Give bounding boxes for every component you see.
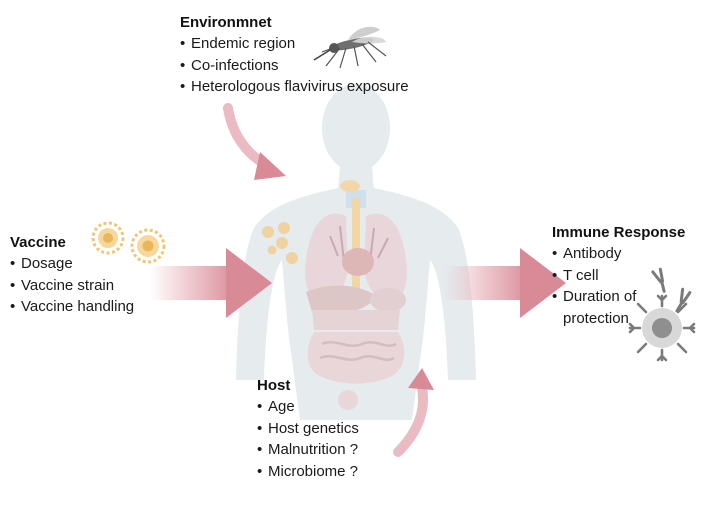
environment-heading: Environmnet (180, 14, 272, 31)
host-heading: Host (257, 377, 291, 394)
immune-response-heading: Immune Response (552, 224, 686, 241)
immune-response-block: Immune Response •Antibody •T cell •Durat… (552, 222, 685, 329)
environment-list: •Endemic region •Co-infections •Heterolo… (180, 33, 409, 98)
vaccine-heading: Vaccine (10, 234, 66, 251)
list-item: •Dosage (10, 255, 73, 272)
list-item: •Endemic region (180, 35, 296, 52)
host-block: Host •Age •Host genetics •Malnutrition ?… (257, 375, 359, 482)
virus-particle-icon (91, 221, 166, 264)
organs-illustration (305, 180, 407, 410)
t-cell-icon (628, 294, 696, 362)
list-item: •Vaccine strain (10, 276, 115, 294)
list-item: •T cell (552, 266, 599, 284)
list-item: •Vaccine handling (10, 298, 135, 315)
vaccine-arrow (150, 248, 272, 318)
immune-response-arrow (444, 248, 566, 318)
host-list: •Age •Host genetics •Malnutrition ? •Mic… (257, 396, 359, 482)
vaccine-list: •Dosage •Vaccine strain •Vaccine handlin… (10, 253, 134, 318)
list-item: •Microbiome ? (257, 462, 359, 480)
environment-arrow (223, 103, 286, 180)
list-item: •Age (257, 398, 295, 415)
environment-block: Environmnet •Endemic region •Co-infectio… (180, 12, 409, 98)
list-item: •Antibody (552, 245, 622, 262)
vaccine-block: Vaccine •Dosage •Vaccine strain •Vaccine… (10, 232, 134, 318)
list-item: •Host genetics (257, 419, 359, 437)
list-item: •Heterologous flavivirus exposure (180, 78, 409, 95)
host-arrow (393, 368, 434, 457)
mosquito-icon (313, 26, 387, 69)
virus-particles-small-icon (262, 222, 298, 264)
list-item: •Co-infections (180, 56, 279, 74)
list-item: •Malnutrition ? (257, 441, 359, 458)
antibody-icon (651, 267, 692, 313)
